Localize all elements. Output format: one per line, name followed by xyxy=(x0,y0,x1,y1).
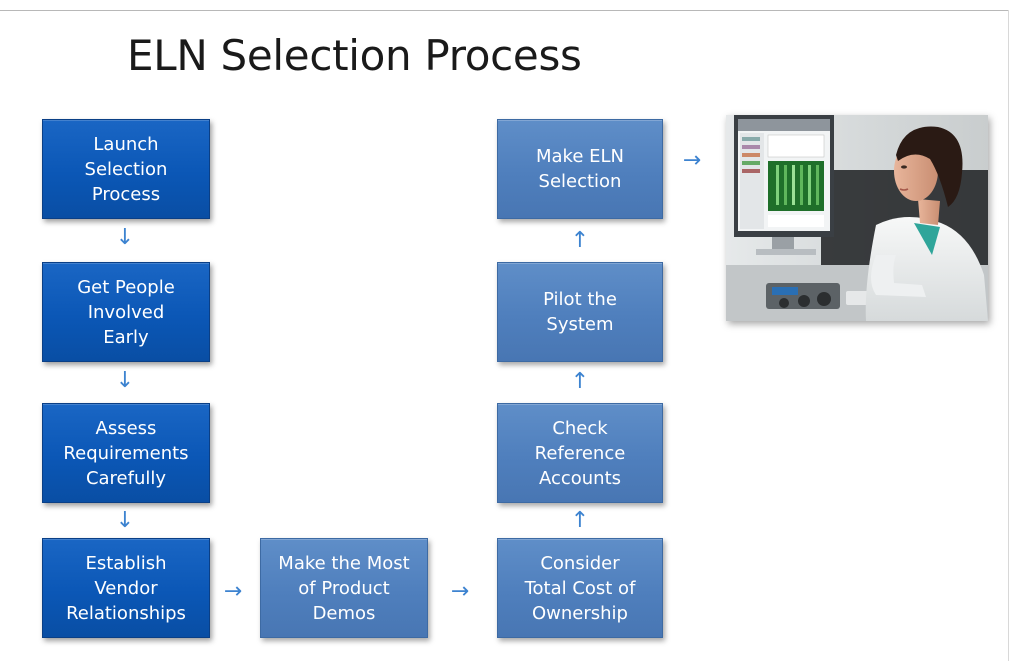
step-make-eln-selection: Make ELN Selection xyxy=(497,119,663,219)
step-establish-vendor-relationships: Establish Vendor Relationships xyxy=(42,538,210,638)
step-check-reference-accounts: Check Reference Accounts xyxy=(497,403,663,503)
step-total-cost-of-ownership: Consider Total Cost of Ownership xyxy=(497,538,663,638)
step-product-demos: Make the Most of Product Demos xyxy=(260,538,428,638)
page-title: ELN Selection Process xyxy=(127,31,582,80)
arrow-up-3: ↑ xyxy=(570,228,590,253)
step-pilot-the-system: Pilot the System xyxy=(497,262,663,362)
arrow-up-1: ↑ xyxy=(570,508,590,533)
frame-top-border xyxy=(0,10,1009,11)
arrow-up-2: ↑ xyxy=(570,369,590,394)
step-get-people-involved: Get People Involved Early xyxy=(42,262,210,362)
arrow-down-1: ↓ xyxy=(115,225,135,250)
scientist-at-computer-photo xyxy=(726,115,988,321)
arrow-down-3: ↓ xyxy=(115,508,135,533)
arrow-down-2: ↓ xyxy=(115,368,135,393)
arrow-right-3: → xyxy=(682,148,702,173)
step-launch-selection-process: Launch Selection Process xyxy=(42,119,210,219)
arrow-right-1: → xyxy=(223,579,243,604)
step-assess-requirements: Assess Requirements Carefully xyxy=(42,403,210,503)
arrow-right-2: → xyxy=(450,579,470,604)
